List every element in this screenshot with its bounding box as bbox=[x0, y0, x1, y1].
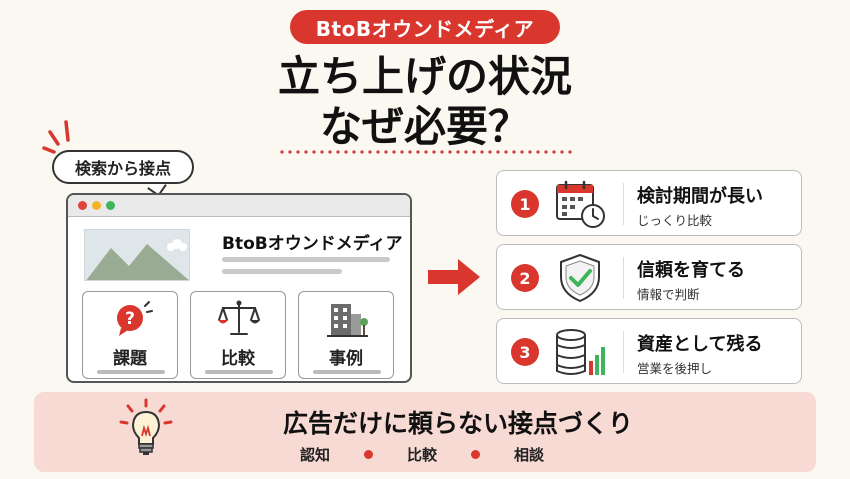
keyword-consultation: 相談 bbox=[514, 446, 545, 464]
browser-close-dot[interactable] bbox=[78, 201, 87, 210]
hero-image-placeholder bbox=[84, 229, 190, 281]
browser-maximize-dot[interactable] bbox=[106, 201, 115, 210]
step-subtitle: 情報で判断 bbox=[637, 287, 700, 302]
topic-card-compare[interactable]: 比較 bbox=[190, 291, 286, 379]
step-title: 資産として残る bbox=[637, 334, 763, 355]
page-title-line1: 立ち上げの状況 bbox=[277, 52, 572, 101]
keyword-comparison: 比較 bbox=[407, 446, 438, 464]
topic-card-issue[interactable]: ? 課題 bbox=[82, 291, 178, 379]
title-underline bbox=[278, 150, 574, 154]
speech-bubble: 検索から接点 bbox=[52, 150, 194, 184]
step-number: 2 bbox=[511, 264, 539, 292]
browser-title-bar bbox=[68, 195, 410, 217]
text-placeholder-line bbox=[97, 370, 165, 374]
topic-card-label: 課題 bbox=[113, 349, 147, 369]
step-card-1: 1 検討期間が長い じっくり比較 bbox=[496, 170, 802, 236]
scale-icon bbox=[218, 300, 260, 335]
separator-dot bbox=[364, 450, 374, 459]
database-chart-icon bbox=[556, 329, 605, 375]
question-bubble-icon: ? bbox=[117, 301, 153, 336]
banner-headline: 広告だけに頼らない接点づくり bbox=[282, 409, 633, 438]
topic-card-label: 事例 bbox=[329, 349, 363, 369]
topic-card-case[interactable]: 事例 bbox=[298, 291, 394, 379]
building-icon bbox=[327, 304, 368, 337]
text-placeholder-line bbox=[222, 257, 390, 262]
step-subtitle: じっくり比較 bbox=[637, 213, 713, 228]
page-title-line2: なぜ必要？ bbox=[319, 102, 530, 151]
browser-minimize-dot[interactable] bbox=[92, 201, 101, 210]
category-tag: BtoBオウンドメディア bbox=[290, 10, 560, 44]
right-arrow-icon bbox=[428, 259, 480, 295]
banner-keywords: 認知 比較 相談 bbox=[300, 444, 544, 465]
text-placeholder-line bbox=[313, 370, 381, 374]
topic-card-label: 比較 bbox=[221, 349, 255, 369]
lightbulb-icon bbox=[119, 398, 173, 455]
separator-dot bbox=[471, 450, 481, 459]
step-title: 検討期間が長い bbox=[637, 186, 763, 207]
keyword-awareness: 認知 bbox=[300, 446, 331, 464]
browser-window: BtoBオウンドメディア ? 課題 比較 bbox=[66, 193, 412, 383]
step-card-3: 3 資産として残る 営業を後押し bbox=[496, 318, 802, 384]
step-subtitle: 営業を後押し bbox=[637, 361, 713, 376]
step-divider bbox=[623, 331, 624, 373]
step-card-2: 2 信頼を育てる 情報で判断 bbox=[496, 244, 802, 310]
svg-text:?: ? bbox=[125, 309, 135, 329]
step-divider bbox=[623, 183, 624, 225]
text-placeholder-line bbox=[205, 370, 273, 374]
text-placeholder-line bbox=[222, 269, 342, 274]
shield-check-icon bbox=[560, 253, 600, 303]
step-number: 1 bbox=[511, 190, 539, 218]
step-number: 3 bbox=[511, 338, 539, 366]
emphasis-rays-icon bbox=[42, 120, 70, 154]
media-brand-name: BtoBオウンドメディア bbox=[222, 234, 403, 254]
calendar-clock-icon bbox=[556, 180, 605, 228]
step-title: 信頼を育てる bbox=[637, 260, 745, 281]
step-divider bbox=[623, 257, 624, 299]
